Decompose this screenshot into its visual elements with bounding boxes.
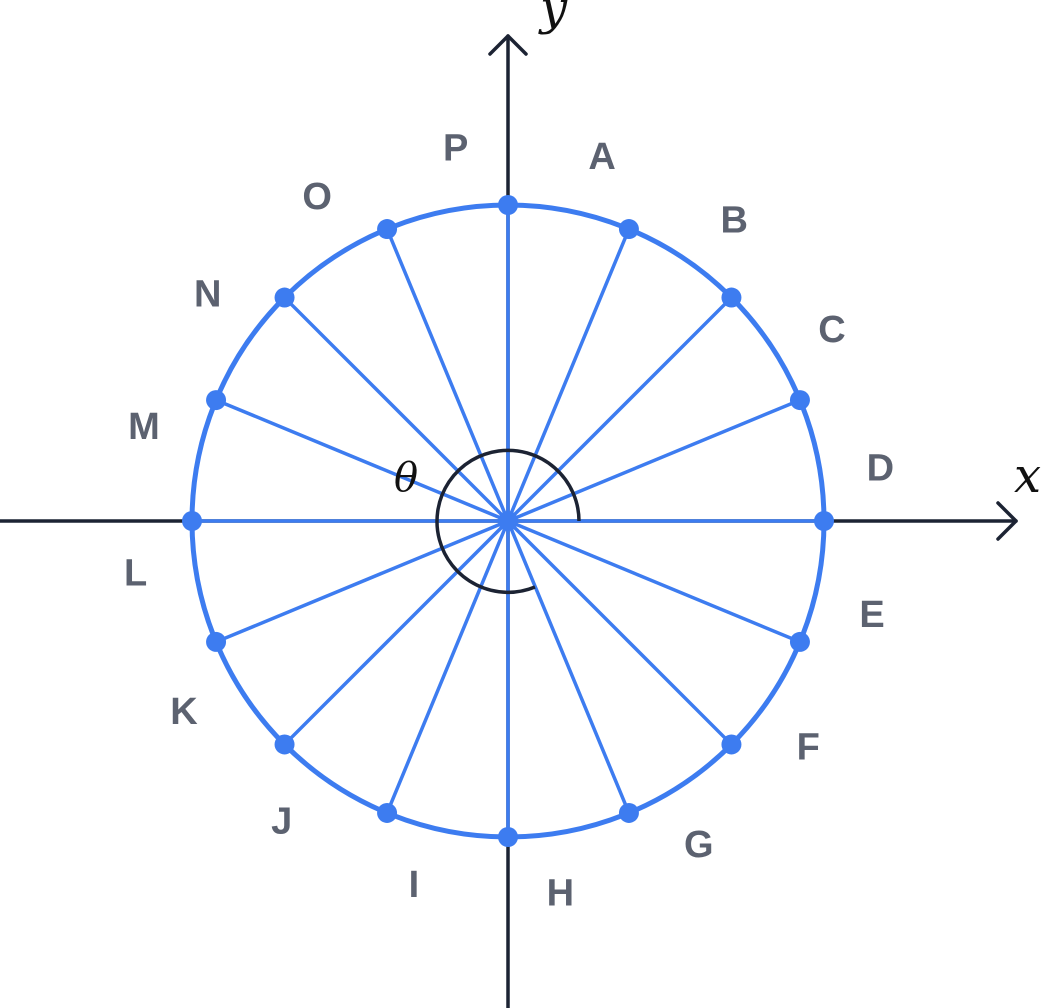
radius-line-k [215,519,509,644]
point-n [274,287,295,308]
x-axis-arrowhead [996,501,1018,541]
point-label-b: B [721,200,748,242]
point-g [618,802,639,823]
point-label-d: D [867,448,894,490]
point-l [182,511,202,531]
radius-line-g [506,520,631,814]
point-label-p: P [443,128,468,170]
point-label-i: I [409,864,420,906]
radius-lines [192,205,824,837]
point-label-f: F [797,726,820,768]
point-label-j: J [271,800,292,842]
point-label-g: G [684,824,714,866]
point-label-l: L [124,552,147,594]
y-axis-arrowhead [488,34,528,56]
radius-line-f [506,519,733,746]
point-label-c: C [818,309,845,351]
point-o [377,219,398,240]
radius-line-j [283,519,510,746]
angle-arc [435,448,581,595]
angle-theta-label: θ [394,455,418,501]
point-label-h: H [547,872,574,914]
radius-line-e [507,519,801,644]
point-label-m: M [128,406,160,448]
origin-point [498,511,518,531]
radius-line-o [385,228,510,522]
point-e [789,631,810,652]
point-label-n: N [194,274,221,316]
radius-line-a [506,228,631,522]
point-labels: A B C D E F G H I J K L M N O P [124,128,894,915]
circle-points [182,195,834,847]
point-k [206,631,227,652]
point-label-e: E [859,594,884,636]
point-h [498,827,518,847]
point-f [721,734,742,755]
point-label-o: O [302,176,332,218]
point-label-k: K [170,691,198,733]
point-i [377,802,398,823]
point-label-a: A [588,136,615,178]
y-axis-label: y [538,0,568,36]
radius-line-m [215,398,509,523]
point-p [498,195,518,215]
radius-line-c [507,398,801,523]
point-m [206,390,227,411]
point-b [721,287,742,308]
point-j [274,734,295,755]
radius-line-i [385,520,510,814]
x-axis-label: x [1014,448,1041,504]
point-d [814,511,834,531]
radius-line-n [283,296,510,523]
radius-line-b [506,296,733,523]
point-c [789,390,810,411]
point-a [618,219,639,240]
